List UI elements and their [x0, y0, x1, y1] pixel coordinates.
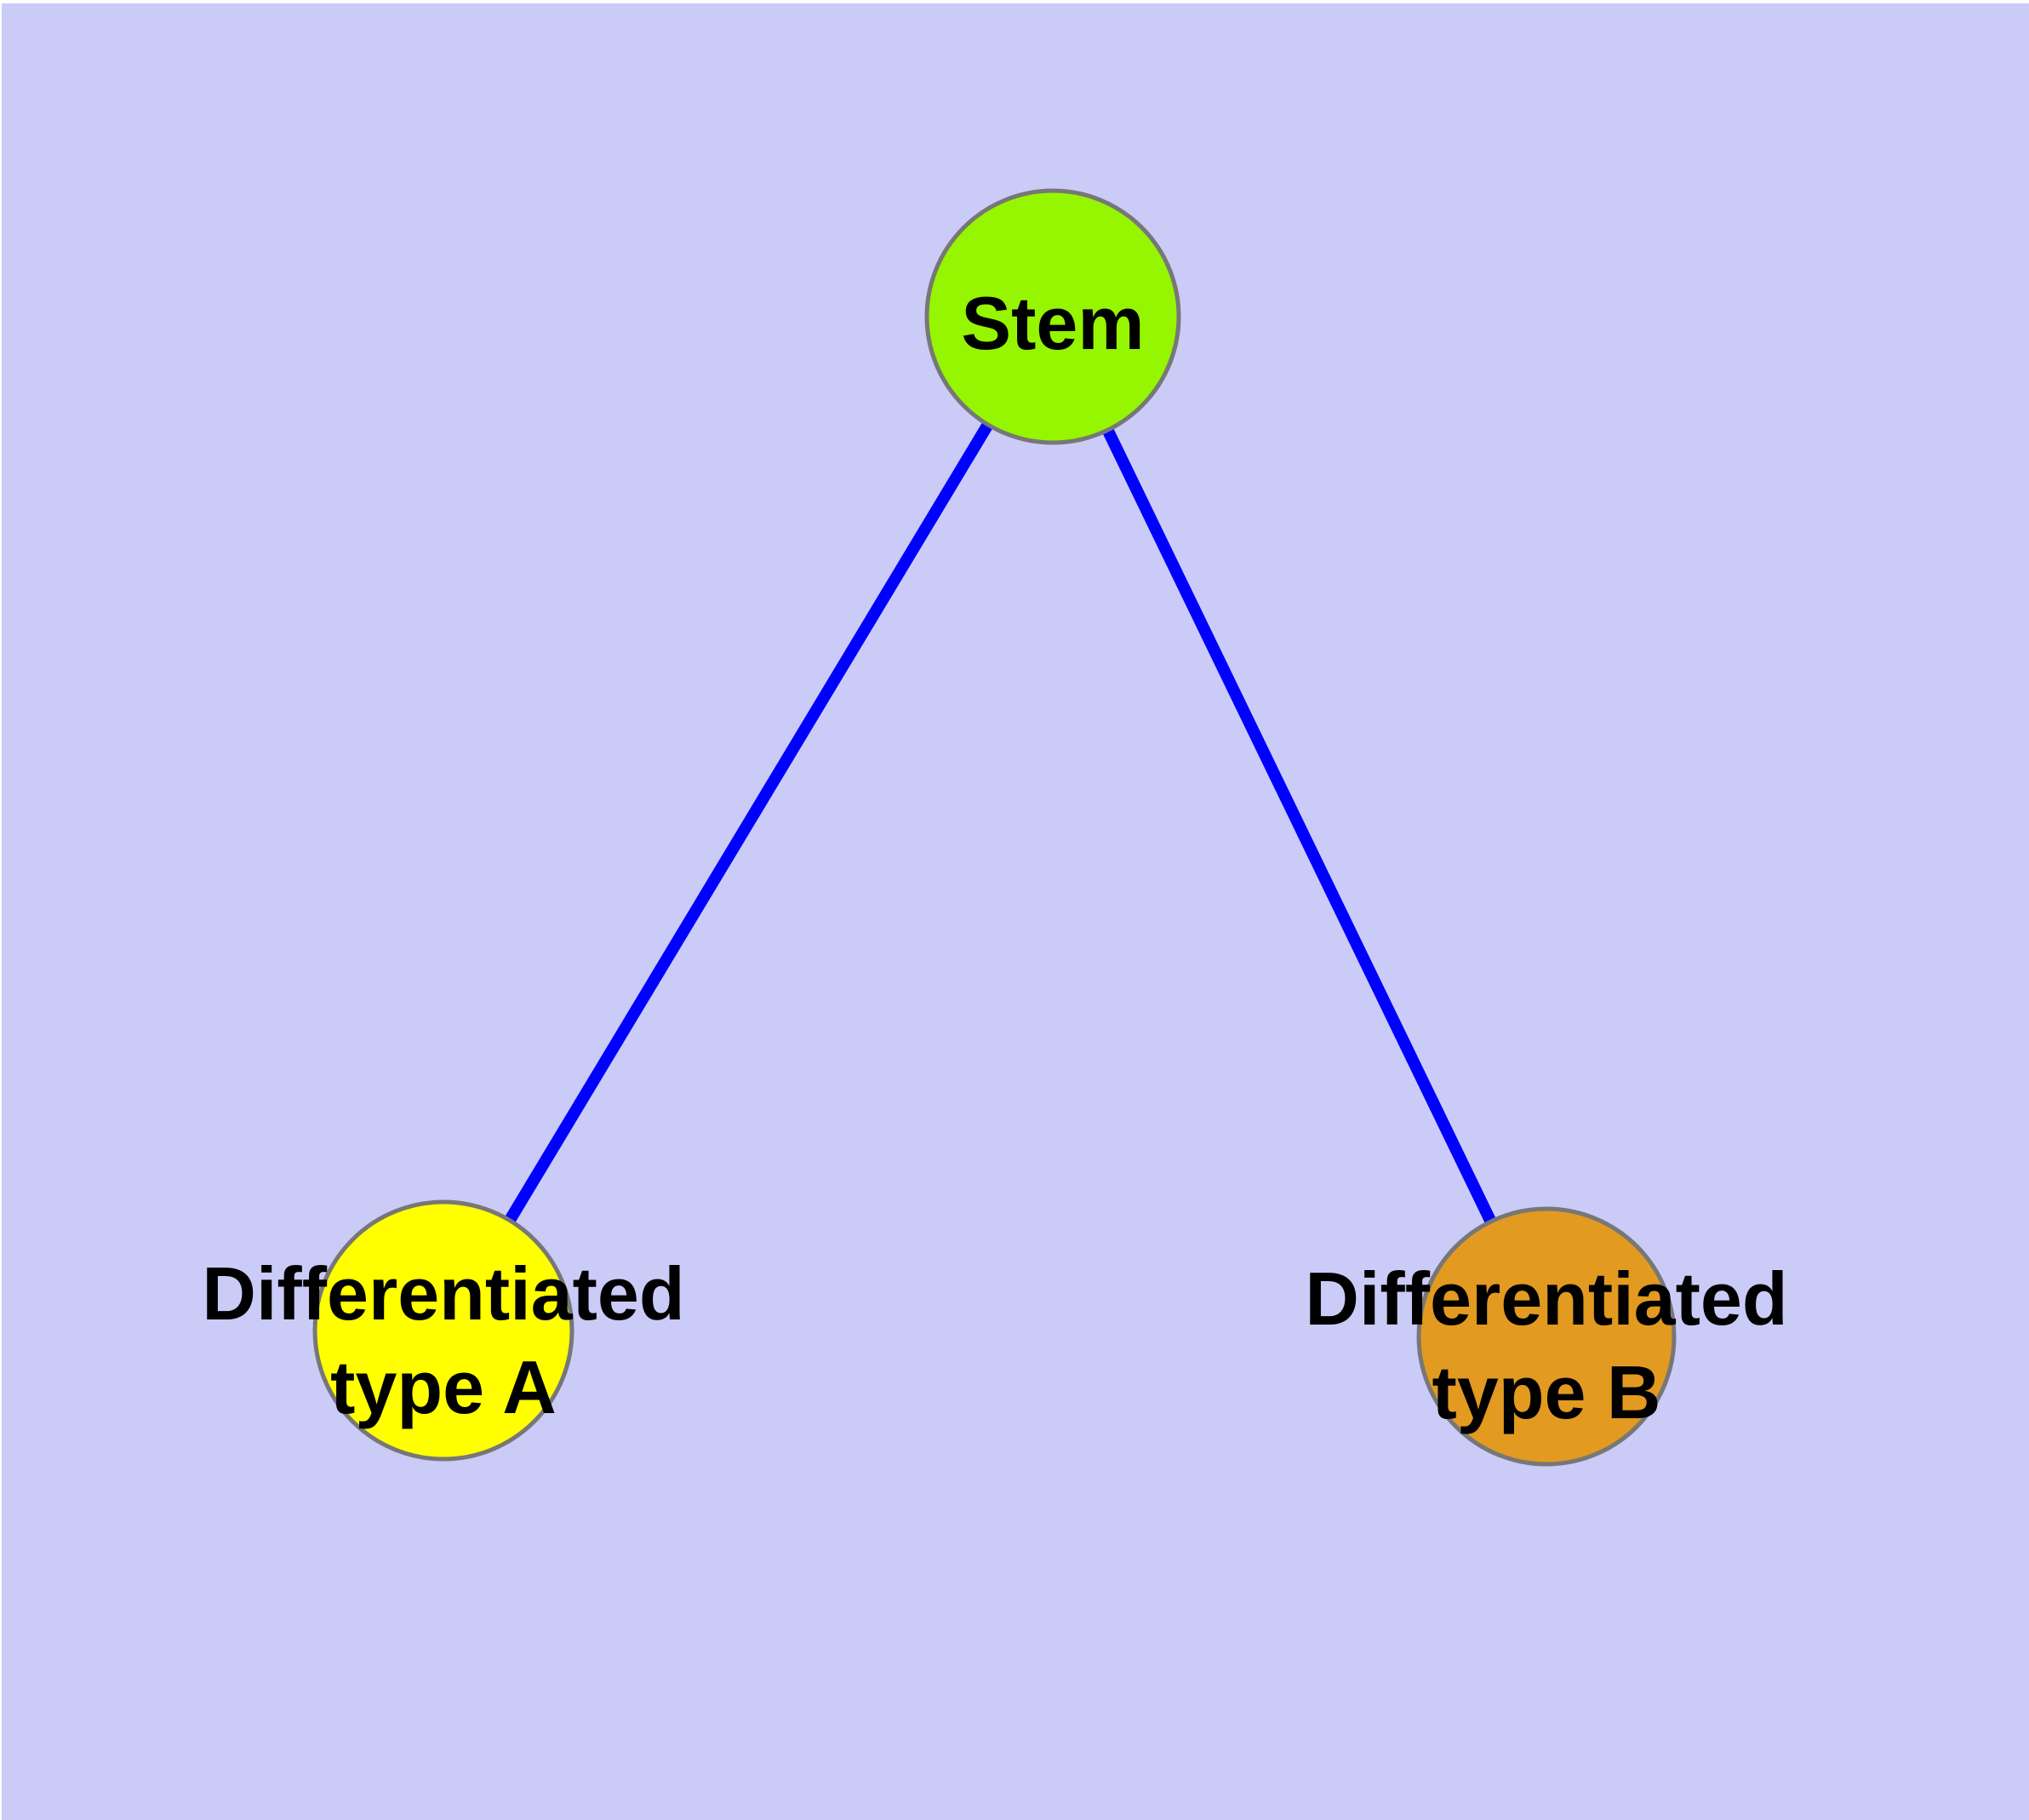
node-stem-label: Stem: [961, 281, 1144, 365]
node-type-b-label-line2: type B: [1432, 1350, 1661, 1434]
node-type-a-label-line1: Differentiated: [202, 1251, 684, 1336]
node-type-a-label-line2: type A: [330, 1345, 557, 1429]
node-differentiated-type-a: [312, 1199, 574, 1462]
node-differentiated-type-b: [1416, 1206, 1677, 1467]
edge-stem-to-type-b: [1047, 313, 1552, 1340]
node-type-b-label-line1: Differentiated: [1305, 1256, 1787, 1341]
edge-stem-to-type-a: [438, 313, 1058, 1334]
node-stem: [924, 188, 1181, 445]
